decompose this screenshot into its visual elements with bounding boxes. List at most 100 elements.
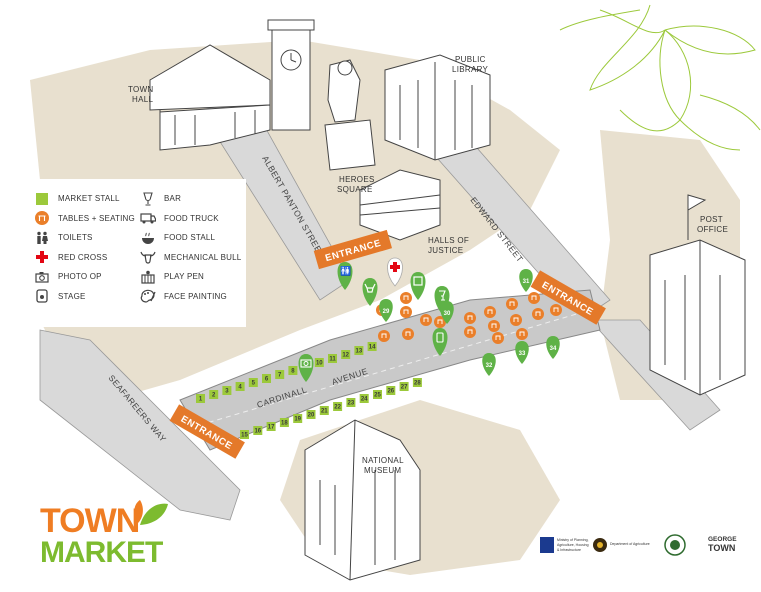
market-stall[interactable]: 22 [333, 402, 343, 411]
legend-item: TOILETS [34, 228, 135, 248]
stall-number: 25 [374, 393, 381, 399]
ministry-crest-icon [540, 537, 554, 553]
market-stall[interactable]: 12 [341, 350, 351, 359]
market-stall[interactable]: 25 [373, 390, 382, 399]
label-post-office-2: OFFICE [697, 225, 728, 234]
market-stall[interactable]: 14 [367, 342, 377, 351]
market-stall[interactable]: 26 [386, 386, 396, 395]
market-stall[interactable]: 10 [314, 358, 324, 367]
market-stall[interactable]: 20 [306, 410, 316, 419]
legend-label: FACE PAINTING [164, 291, 227, 301]
market-stall[interactable]: 17 [266, 422, 276, 431]
map-pin-icon [379, 299, 393, 322]
table-seating[interactable] [488, 320, 500, 332]
table-seating[interactable] [400, 306, 412, 318]
town-market-logo: TOWN MARKET [40, 500, 168, 569]
tables-seating-icon [464, 312, 476, 324]
tables-seating-icon [434, 316, 446, 328]
red-cross-marker[interactable] [387, 257, 403, 287]
toilets-pin[interactable]: 🚻 [337, 262, 353, 290]
stall-number: 16 [254, 429, 261, 435]
map-pin-icon [519, 269, 533, 292]
stall-number: 19 [294, 417, 301, 423]
bull-pin[interactable] [362, 278, 378, 306]
market-stall[interactable]: 21 [319, 406, 329, 415]
sponsor-george-town: GEORGE TOWN [708, 536, 737, 553]
table-seating[interactable] [378, 330, 390, 342]
market-stall[interactable]: 11 [328, 354, 337, 363]
market-stall[interactable]: 19 [293, 414, 303, 423]
market-stall[interactable]: 18 [279, 418, 289, 427]
photo-op-pin[interactable] [298, 354, 314, 382]
map-pin-icon [546, 336, 560, 359]
numbered-pin[interactable]: 30 [440, 301, 454, 324]
market-stall[interactable]: 16 [253, 426, 263, 435]
market-stall-icon [222, 386, 232, 395]
table-seating[interactable] [484, 306, 496, 318]
stall-number: 6 [265, 377, 269, 383]
table-seating[interactable] [464, 312, 476, 324]
market-stall[interactable]: 5 [248, 378, 258, 387]
legend-item: FOOD TRUCK [140, 209, 241, 229]
numbered-pin[interactable]: 29 [379, 299, 393, 322]
table-seating[interactable] [464, 326, 476, 338]
stall-number: 2 [212, 393, 216, 399]
play-pen-pin[interactable] [410, 272, 426, 300]
table-seating[interactable] [528, 292, 540, 304]
market-stall[interactable]: 4 [235, 382, 245, 391]
stage-pin[interactable] [432, 328, 448, 356]
food-bowl-icon [140, 231, 156, 245]
label-halls-of-justice-2: JUSTICE [428, 246, 463, 255]
legend-label: MECHANICAL BULL [164, 252, 242, 262]
market-stall[interactable]: 27 [399, 382, 409, 391]
market-stall-icon [314, 358, 324, 367]
clock-tower [267, 19, 315, 131]
table-seating[interactable] [532, 308, 544, 320]
market-stall-icon [275, 370, 285, 379]
numbered-pin[interactable]: 33 [515, 341, 529, 364]
red-cross-icon [390, 262, 400, 272]
numbered-pin[interactable]: 32 [482, 353, 496, 376]
market-stall[interactable]: 3 [222, 386, 232, 395]
table-seating[interactable] [402, 328, 414, 340]
legend-label: STAGE [58, 291, 86, 301]
legend-item: PLAY PEN [140, 267, 241, 287]
market-stall[interactable]: 6 [262, 374, 271, 383]
sponsor-ministry-line1: Ministry of Planning, [557, 538, 589, 542]
table-seating[interactable] [510, 314, 522, 326]
stall-number: 18 [281, 421, 288, 427]
numbered-pin[interactable]: 34 [546, 336, 560, 359]
market-stall[interactable]: 7 [275, 370, 285, 379]
market-stall[interactable]: 24 [359, 394, 369, 403]
flower-sketch-decoration [559, 4, 761, 151]
table-seating[interactable] [506, 298, 518, 310]
market-stall[interactable]: 23 [346, 398, 356, 407]
sponsor-seal [664, 534, 686, 556]
table-seating[interactable] [550, 304, 562, 316]
table-seating[interactable] [400, 292, 412, 304]
stall-number: 23 [348, 401, 355, 407]
market-stall[interactable]: 8 [288, 366, 298, 375]
legend-item: MECHANICAL BULL [140, 248, 241, 268]
numbered-pin[interactable]: 31 [519, 269, 533, 292]
market-stall-icon [196, 394, 205, 403]
market-stall-icon [306, 410, 316, 419]
table-seating[interactable] [434, 316, 446, 328]
label-public-library-1: PUBLIC [455, 55, 486, 64]
market-stall[interactable]: 13 [354, 346, 364, 355]
table-seating[interactable] [420, 314, 432, 326]
legend-item: PHOTO OP [34, 267, 135, 287]
stall-number: 24 [361, 397, 368, 403]
market-stall[interactable]: 1 [196, 394, 205, 403]
table-seating[interactable] [492, 332, 504, 344]
stage-icon [34, 289, 50, 303]
market-stall[interactable]: 2 [209, 390, 219, 399]
table-seating[interactable] [516, 328, 528, 340]
tables-seating-icon [510, 314, 522, 326]
market-stall[interactable]: 28 [412, 378, 422, 387]
halls-of-justice-building [359, 169, 441, 241]
market-stall[interactable]: 15 [240, 430, 249, 439]
market-stall-icon [288, 366, 298, 375]
label-town-hall-1: TOWN [128, 85, 154, 94]
